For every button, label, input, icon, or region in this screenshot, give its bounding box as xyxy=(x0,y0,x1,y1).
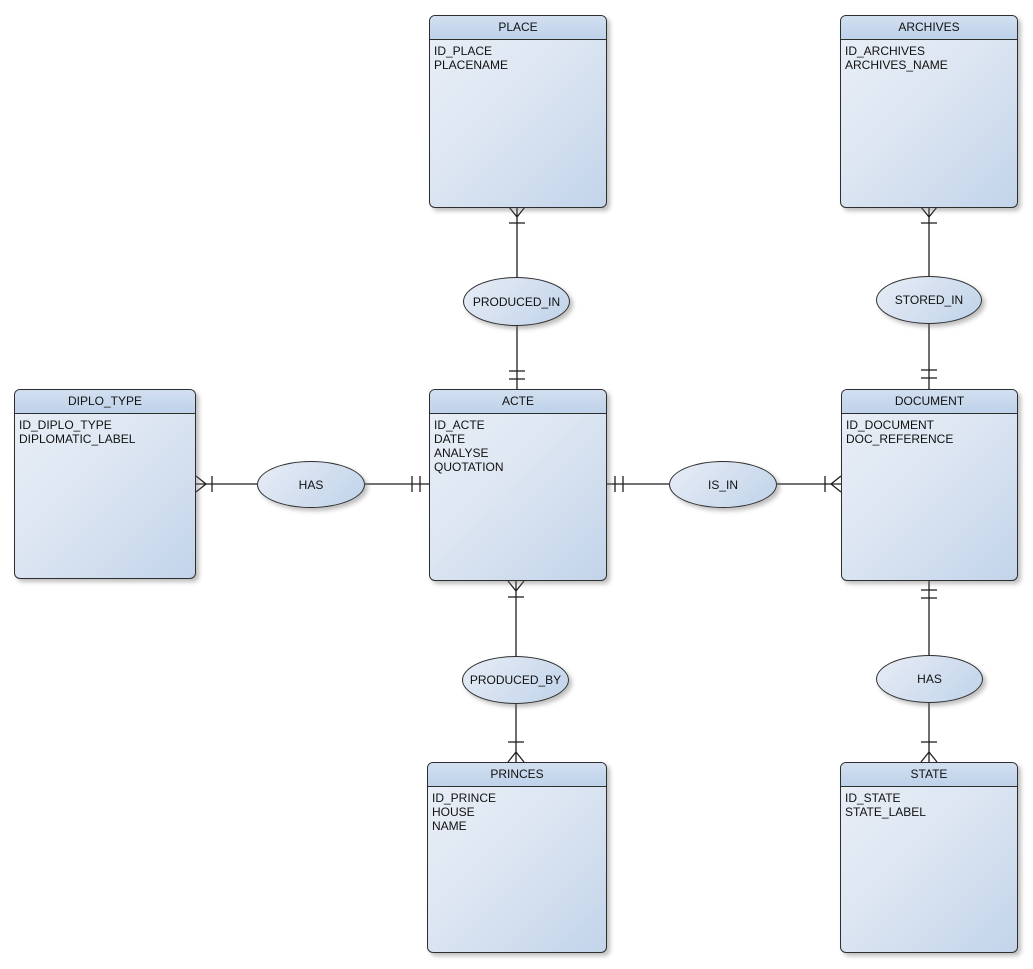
attribute: ARCHIVES_NAME xyxy=(845,58,948,72)
attribute: NAME xyxy=(432,819,467,833)
crows-foot-icon xyxy=(507,580,525,593)
attribute: PLACENAME xyxy=(434,58,509,72)
crows-foot-icon xyxy=(829,475,842,493)
connector-acte-is-in-document xyxy=(606,475,842,493)
entity-state-title: STATE xyxy=(841,763,1017,787)
entity-acte-attributes: ID_ACTE DATE ANALYSE QUOTATION xyxy=(430,414,606,474)
attribute: DOC_REFERENCE xyxy=(846,432,954,446)
entity-place[interactable]: PLACE ID_PLACE PLACENAME xyxy=(429,15,607,208)
attribute: ANALYSE xyxy=(434,446,489,460)
entity-document-title: DOCUMENT xyxy=(842,390,1017,414)
entity-state-attributes: ID_STATE STATE_LABEL xyxy=(841,787,1017,819)
relationship-label: STORED_IN xyxy=(894,293,964,307)
relationship-stored-in[interactable]: STORED_IN xyxy=(876,276,982,324)
entity-acte-title: ACTE xyxy=(430,390,606,414)
attribute: QUOTATION xyxy=(434,460,504,474)
attribute: ID_DOCUMENT xyxy=(846,418,935,432)
crows-foot-icon xyxy=(507,750,525,763)
relationship-produced-by[interactable]: PRODUCED_BY xyxy=(462,656,569,704)
attribute: DATE xyxy=(434,432,466,446)
relationship-label: HAS xyxy=(917,672,942,686)
crows-foot-icon xyxy=(508,206,526,219)
attribute: STATE_LABEL xyxy=(845,805,926,819)
attribute: DIPLOMATIC_LABEL xyxy=(19,432,136,446)
relationship-has-state[interactable]: HAS xyxy=(876,655,983,703)
attribute: HOUSE xyxy=(432,805,475,819)
crows-foot-icon xyxy=(920,206,938,219)
entity-place-attributes: ID_PLACE PLACENAME xyxy=(430,40,606,72)
attribute: ID_ACTE xyxy=(434,418,485,432)
entity-archives[interactable]: ARCHIVES ID_ARCHIVES ARCHIVES_NAME xyxy=(840,15,1018,208)
relationship-is-in[interactable]: IS_IN xyxy=(669,461,777,508)
entity-princes[interactable]: PRINCES ID_PRINCE HOUSE NAME xyxy=(427,762,607,953)
connector-diplo-type-has-acte xyxy=(195,475,429,493)
entity-archives-attributes: ID_ARCHIVES ARCHIVES_NAME xyxy=(841,40,1017,72)
crows-foot-icon xyxy=(920,750,938,763)
connector-place-produced-in-acte xyxy=(508,206,526,389)
attribute: ID_STATE xyxy=(845,791,901,805)
connector-document-has-state xyxy=(920,581,938,763)
relationship-label: IS_IN xyxy=(707,477,738,492)
relationship-produced-in[interactable]: PRODUCED_IN xyxy=(463,277,570,326)
crows-foot-icon xyxy=(195,475,208,493)
entity-diplo-type-attributes: ID_DIPLO_TYPE DIPLOMATIC_LABEL xyxy=(15,414,195,446)
entity-princes-attributes: ID_PRINCE HOUSE NAME xyxy=(428,787,606,833)
entity-acte[interactable]: ACTE ID_ACTE DATE ANALYSE QUOTATION xyxy=(429,389,607,581)
entity-diplo-type-title: DIPLO_TYPE xyxy=(15,390,195,414)
relationship-label: PRODUCED_IN xyxy=(472,294,561,309)
entity-diplo-type[interactable]: DIPLO_TYPE ID_DIPLO_TYPE DIPLOMATIC_LABE… xyxy=(14,389,196,579)
relationship-label: PRODUCED_BY xyxy=(469,673,562,687)
connector-acte-produced-by-princes xyxy=(507,580,525,763)
attribute: ID_PRINCE xyxy=(432,791,497,805)
relationship-label: HAS xyxy=(298,477,324,492)
entity-archives-title: ARCHIVES xyxy=(841,16,1017,40)
attribute: ID_PLACE xyxy=(434,44,493,58)
attribute: ID_ARCHIVES xyxy=(845,44,926,58)
entity-place-title: PLACE xyxy=(430,16,606,40)
relationship-has-diplo-type[interactable]: HAS xyxy=(257,461,365,508)
connector-archives-stored-in-document xyxy=(920,206,938,389)
entity-document[interactable]: DOCUMENT ID_DOCUMENT DOC_REFERENCE xyxy=(841,389,1018,581)
entity-state[interactable]: STATE ID_STATE STATE_LABEL xyxy=(840,762,1018,953)
attribute: ID_DIPLO_TYPE xyxy=(19,418,112,432)
entity-document-attributes: ID_DOCUMENT DOC_REFERENCE xyxy=(842,414,1017,446)
entity-princes-title: PRINCES xyxy=(428,763,606,787)
